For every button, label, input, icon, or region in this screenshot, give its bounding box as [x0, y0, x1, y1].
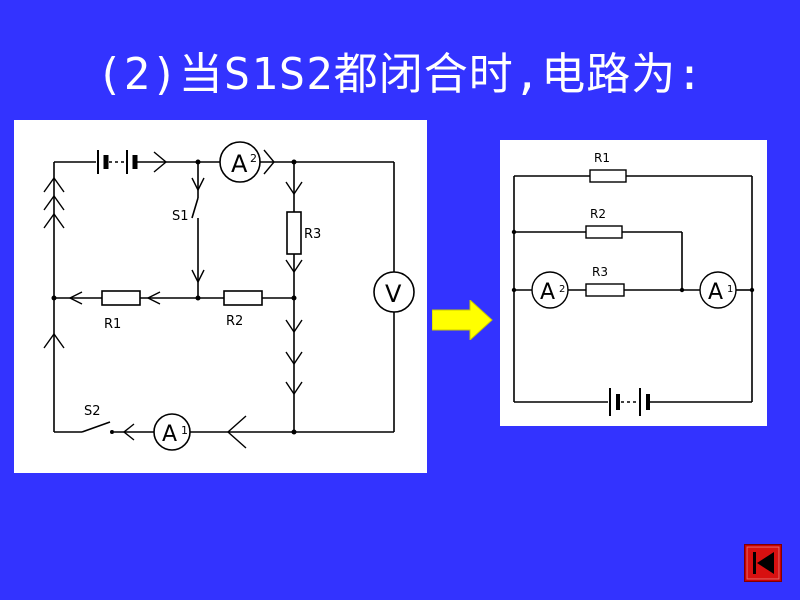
ammeter-a1: A 1	[153, 413, 191, 451]
resistor-r3: R3	[585, 265, 625, 297]
ammeter-a2-letter: A	[231, 150, 248, 178]
resistor-r3-label: R3	[304, 227, 321, 242]
resistor-r1: R1	[101, 290, 141, 332]
voltmeter-letter: V	[385, 280, 402, 308]
ammeter-a2: A 2	[219, 141, 261, 183]
back-button[interactable]	[744, 544, 782, 582]
simplified-circuit-diagram: R1 R2 R3 A 2 A 1	[500, 140, 767, 426]
resistor-r2: R2	[585, 207, 623, 239]
switch-s1: S1	[172, 197, 199, 224]
resistor-r3: R3	[286, 211, 321, 255]
ammeter-a1-subscript: 1	[727, 284, 733, 295]
simplified-circuit-svg: R1 R2 R3 A 2 A 1	[511, 151, 755, 416]
resistor-r1: R1	[589, 151, 627, 183]
circuit-wires	[513, 175, 753, 403]
circuit-wires	[53, 161, 395, 433]
resistor-r2-label: R2	[226, 314, 243, 329]
resistor-r1-label: R1	[594, 151, 610, 165]
switch-s1-label: S1	[172, 209, 189, 224]
battery-icon	[97, 150, 138, 174]
resistor-r2: R2	[223, 290, 263, 329]
ammeter-a1-subscript: 1	[181, 424, 188, 437]
switch-s2: S2	[81, 404, 114, 434]
right-arrow-icon	[432, 300, 493, 340]
resistor-r2-label: R2	[590, 207, 606, 221]
ammeter-a2-letter: A	[540, 280, 555, 305]
resistor-r3-label: R3	[592, 265, 608, 279]
original-circuit-diagram: A 2 V A 1 S2 S1 R1	[14, 120, 427, 473]
battery-icon	[609, 388, 650, 416]
voltmeter: V	[373, 271, 415, 313]
ammeter-a1-letter: A	[162, 422, 177, 447]
ammeter-a2: A 2	[531, 271, 569, 309]
original-circuit-svg: A 2 V A 1 S2 S1 R1	[43, 141, 415, 451]
back-triangle-icon	[744, 544, 782, 582]
slide-title: (2)当S1S2都闭合时,电路为:	[96, 49, 704, 100]
resistor-r1-label: R1	[104, 317, 121, 332]
junction-dots	[511, 229, 755, 293]
switch-s2-label: S2	[84, 404, 101, 419]
ammeter-a1: A 1	[699, 271, 737, 309]
ammeter-a1-letter: A	[708, 280, 723, 305]
ammeter-a2-subscript: 2	[250, 152, 257, 165]
current-arrows	[43, 149, 303, 449]
ammeter-a2-subscript: 2	[559, 284, 565, 295]
junction-dots	[51, 159, 297, 435]
